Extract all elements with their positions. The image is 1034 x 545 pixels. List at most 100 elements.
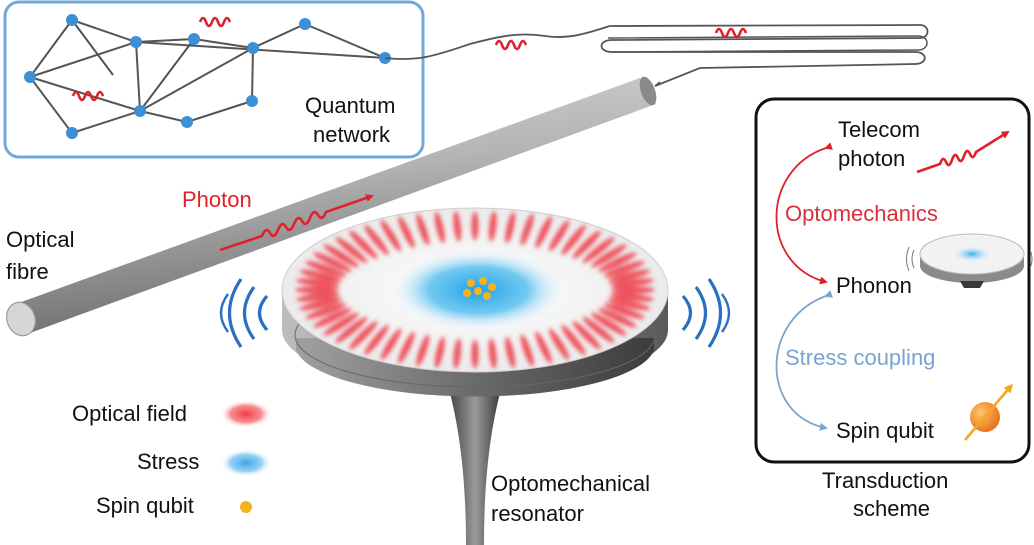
legend-spin-qubit-swatch: [240, 501, 252, 513]
optical-field-lobe: [364, 224, 389, 256]
optical-field-lobe: [349, 321, 378, 350]
optical-field-lobe: [598, 308, 637, 328]
network-node: [24, 71, 36, 83]
telecom-photon-label-line1: Telecom: [838, 117, 920, 142]
optical-field-lobe: [299, 269, 343, 282]
optical-field-lobe: [561, 224, 586, 256]
optical-field-lobe: [582, 316, 615, 343]
optical-field-lobe: [598, 252, 637, 272]
resonator-stem: [446, 378, 504, 545]
optical-field-lobe: [416, 213, 430, 246]
legend-stress-swatch: [220, 449, 272, 477]
optical-field-lobe: [296, 278, 340, 288]
link-photon-wave: [714, 27, 748, 39]
optomechanics-arrow: [775, 142, 833, 285]
optical-field-lobe: [416, 334, 430, 367]
network-node: [66, 14, 78, 26]
optical-field-lobe: [603, 303, 645, 320]
link-photon-wave: [494, 39, 528, 51]
network-photon-wave: [198, 16, 232, 28]
quantum-network-frame: [3, 0, 425, 159]
stress-coupling-arrow: [775, 290, 834, 431]
optical-field-lobe: [520, 213, 534, 246]
optical-field-lobe: [548, 328, 570, 360]
optical-field-lobe: [434, 211, 445, 244]
optical-field-lobe: [323, 244, 359, 268]
optical-field-lobe: [591, 312, 627, 336]
quantum-network-label-line2: network: [313, 122, 391, 147]
optical-field-lobe: [471, 339, 479, 369]
optical-fibre: [6, 76, 657, 337]
optical-field-lobe: [295, 286, 339, 294]
optical-field-lobe: [488, 338, 497, 369]
vibration-left: [219, 278, 269, 348]
network-node: [66, 127, 78, 139]
optical-field-lobe: [380, 328, 402, 360]
resonator-label-line2: resonator: [491, 501, 584, 526]
optomechanical-resonator: [281, 207, 669, 545]
phonon-label: Phonon: [836, 273, 912, 298]
optical-field-lobe: [607, 269, 651, 282]
optical-field-lobe: [572, 230, 601, 259]
optical-field-lobe: [398, 331, 415, 364]
network-node: [299, 18, 311, 30]
optical-field-lobe: [607, 298, 651, 311]
transduction-caption-line1: Transduction: [822, 468, 948, 493]
optical-field-lobe: [535, 216, 552, 249]
optical-field-lobe: [335, 237, 368, 264]
optical-field-lobe: [453, 338, 462, 369]
spin-qubit-cluster: [463, 277, 496, 300]
optical-field-lobe: [398, 216, 415, 249]
network-nodes: [24, 14, 391, 139]
telecom-photon-label-line2: photon: [838, 146, 905, 171]
optical-field-lobe: [610, 292, 654, 302]
optical-field-lobe: [380, 220, 402, 252]
transduction-panel: Telecom photon Optomechanics Phonon Stre…: [754, 97, 1033, 464]
network-node: [134, 105, 146, 117]
optomechanics-label: Optomechanics: [785, 201, 938, 226]
optical-field-lobe: [299, 298, 343, 311]
optical-fibre-label-line2: fibre: [6, 259, 49, 284]
optical-field-lobe: [335, 316, 368, 343]
optical-field-lobe: [296, 292, 340, 302]
photon-label: Photon: [182, 187, 252, 212]
legend-spin-qubit-label: Spin qubit: [96, 493, 194, 518]
optical-field-lobe: [582, 237, 615, 264]
optical-field-lobe: [505, 336, 516, 369]
network-node: [188, 33, 200, 45]
optical-field-lobe: [610, 278, 654, 288]
optical-field-lobe: [603, 260, 645, 277]
optical-fibre-label-line1: Optical: [6, 227, 74, 252]
optical-field-lobe: [305, 303, 347, 320]
optical-field-lobe: [313, 308, 352, 328]
optical-field-lobe: [505, 211, 516, 244]
network-node: [247, 42, 259, 54]
optical-field-lobe: [591, 244, 627, 268]
mini-resonator-icon: [906, 233, 1033, 288]
optical-field-lobe: [313, 252, 352, 272]
optical-field-lobe: [548, 220, 570, 252]
legend: Optical field Stress Spin qubit: [72, 400, 272, 518]
optical-field-lobe: [535, 331, 552, 364]
legend-stress-label: Stress: [137, 449, 199, 474]
quantum-network-panel: Quantum network: [3, 0, 425, 159]
optical-field-lobe: [471, 211, 479, 241]
optical-field-lobe: [561, 324, 586, 356]
optical-field-lobe: [364, 324, 389, 356]
optical-field-ring: [295, 211, 655, 369]
optical-field-lobe: [323, 312, 359, 336]
fibre-far-end: [639, 76, 657, 106]
network-photon-wave: [71, 90, 105, 102]
legend-optical-field-swatch: [220, 400, 272, 428]
optical-field-lobe: [611, 286, 655, 294]
network-node: [130, 36, 142, 48]
transduction-caption-line2: scheme: [853, 496, 930, 521]
optical-field-lobe: [305, 260, 347, 277]
spin-qubit-icon: [964, 383, 1013, 441]
legend-optical-field-label: Optical field: [72, 401, 187, 426]
resonator-label-line1: Optomechanical: [491, 471, 650, 496]
optical-field-lobe: [453, 211, 462, 242]
photon-arrow: [219, 194, 374, 252]
network-node: [246, 95, 258, 107]
